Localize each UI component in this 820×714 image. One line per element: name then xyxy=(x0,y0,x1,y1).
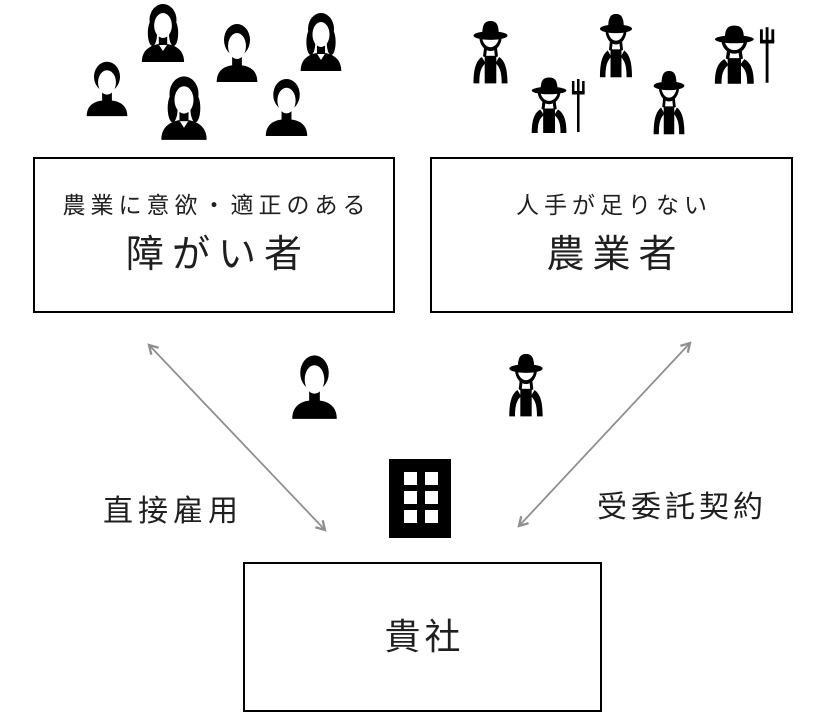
building-window xyxy=(425,491,438,504)
person-male-icon xyxy=(265,78,308,137)
person-female-icon xyxy=(300,13,342,71)
person-male-icon xyxy=(86,61,128,117)
farmer-with-pitchfork-icon xyxy=(522,74,588,138)
company-title: 貴社 xyxy=(384,616,465,658)
building-window xyxy=(404,472,417,485)
person-female-icon xyxy=(141,4,185,62)
building-window xyxy=(404,510,417,523)
left-relation-label: 直接雇用 xyxy=(103,495,243,528)
farmers-title: 農業者 xyxy=(546,234,685,277)
building-icon xyxy=(389,459,451,538)
farmers-box: 人手が足りない 農業者 xyxy=(430,157,793,313)
farmer-icon xyxy=(507,352,545,419)
farmer-icon xyxy=(471,19,510,86)
person-male-icon xyxy=(292,355,337,419)
disabled-workers-title: 障がい者 xyxy=(125,234,310,277)
farmer-icon xyxy=(598,12,634,80)
company-box: 貴社 xyxy=(243,562,602,712)
disabled-workers-box: 農業に意欲・適正のある 障がい者 xyxy=(33,157,395,313)
person-female-icon xyxy=(161,76,207,140)
building-window xyxy=(425,510,438,523)
person-male-icon xyxy=(216,24,258,82)
disabled-workers-subtitle: 農業に意欲・適正のある xyxy=(62,191,371,218)
farmer-with-pitchfork-icon xyxy=(704,22,778,89)
building-window xyxy=(425,472,438,485)
right-relation-label: 受委託契約 xyxy=(597,491,767,524)
farmers-subtitle: 人手が足りない xyxy=(516,191,712,218)
building-window xyxy=(404,491,417,504)
farmer-icon xyxy=(651,69,687,137)
